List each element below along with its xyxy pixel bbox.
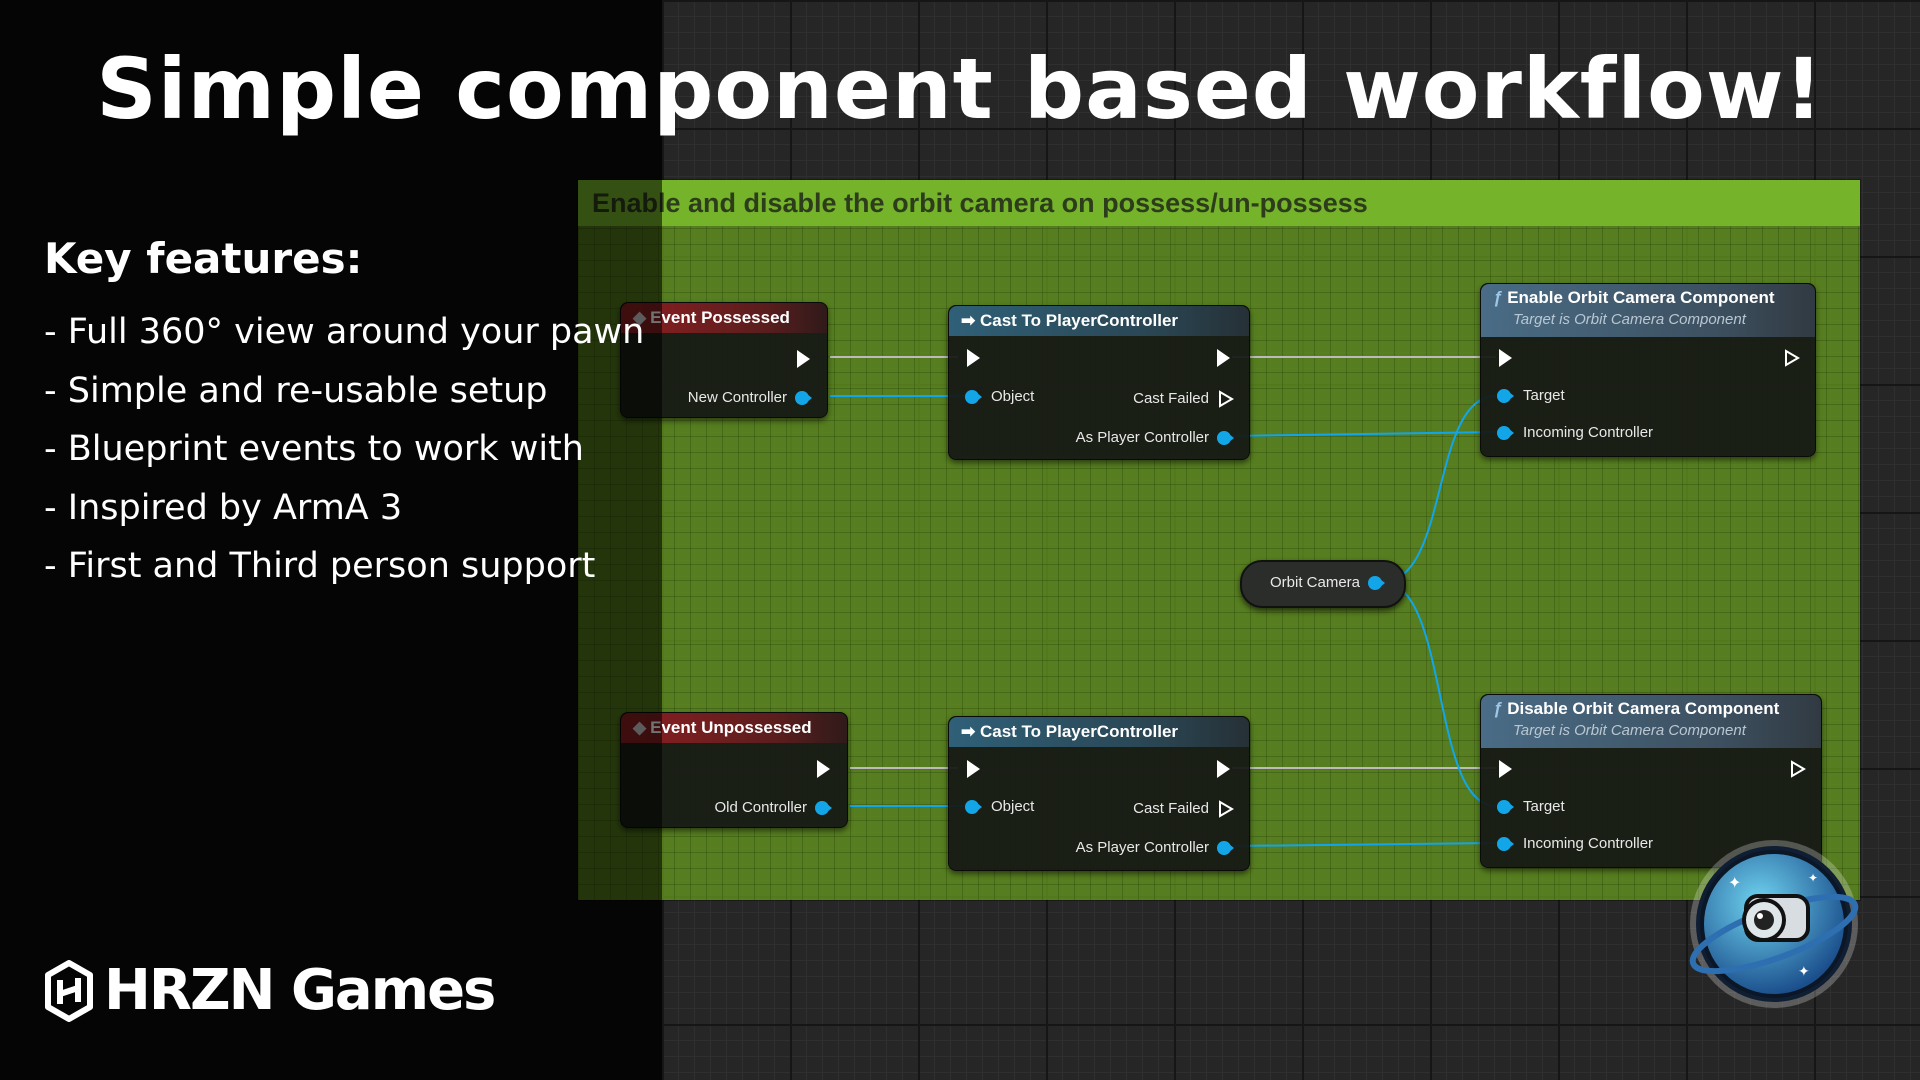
cast-arrow-icon: ➡ (961, 311, 980, 330)
data-wire (1231, 842, 1497, 847)
data-wire (1381, 395, 1497, 583)
pin-label: As Player Controller (1075, 429, 1209, 446)
object-pin[interactable] (1217, 841, 1234, 855)
event-unpossessed-node[interactable]: ◆Event Unpossessed Old Controller (620, 712, 848, 828)
pin-label: Incoming Controller (1523, 835, 1654, 852)
exec-in-pin[interactable] (1499, 760, 1512, 778)
node-title: Event Unpossessed (650, 718, 812, 737)
features-heading: Key features: (44, 234, 363, 283)
pin-label: Incoming Controller (1523, 424, 1654, 441)
feature-item: - Full 360° view around your pawn (44, 312, 645, 352)
svg-text:✦: ✦ (1808, 871, 1818, 885)
exec-out-pin[interactable] (1217, 349, 1230, 367)
node-title: Enable Orbit Camera Component (1507, 288, 1775, 307)
object-pin[interactable] (795, 391, 812, 405)
object-pin[interactable] (965, 390, 982, 404)
logo-text: HRZN Games (104, 958, 496, 1023)
node-subtitle: Target is Orbit Camera Component (1513, 722, 1746, 739)
node-subtitle: Target is Orbit Camera Component (1513, 311, 1746, 328)
pin-label: As Player Controller (1075, 839, 1209, 856)
feature-item: - Blueprint events to work with (44, 429, 584, 469)
function-icon: ƒ (1493, 288, 1508, 307)
pin-label: Target (1523, 387, 1565, 404)
orbit-camera-badge-icon: ✦ ✦ ✦ (1689, 840, 1859, 1008)
cast-arrow-icon: ➡ (961, 722, 980, 741)
orbit-camera-variable[interactable]: Orbit Camera (1240, 560, 1406, 608)
object-pin[interactable] (1217, 431, 1234, 445)
pin-label: Target (1523, 798, 1565, 815)
pin-label: Cast Failed (1133, 390, 1209, 407)
svg-text:✦: ✦ (1798, 964, 1810, 980)
function-icon: ƒ (1493, 699, 1508, 718)
svg-text:✦: ✦ (1728, 873, 1741, 892)
pin-label: Cast Failed (1133, 800, 1209, 817)
object-pin[interactable] (815, 801, 832, 815)
node-title: Event Possessed (650, 308, 790, 327)
exec-out-pin[interactable] (797, 350, 810, 368)
enable-orbit-node[interactable]: ƒ Enable Orbit Camera Component Target i… (1480, 283, 1816, 457)
cast-node-top[interactable]: ➡ Cast To PlayerController Object Cast F… (948, 305, 1250, 460)
event-possessed-node[interactable]: ◆Event Possessed New Controller (620, 302, 828, 418)
node-title: Cast To PlayerController (979, 311, 1179, 330)
exec-in-pin[interactable] (1499, 349, 1512, 367)
object-pin[interactable] (965, 800, 982, 814)
object-pin[interactable] (1497, 800, 1514, 814)
object-pin[interactable] (1497, 837, 1514, 851)
object-pin[interactable] (1368, 576, 1385, 590)
data-wire (1381, 581, 1497, 807)
object-pin[interactable] (1497, 426, 1514, 440)
exec-in-pin[interactable] (967, 760, 980, 778)
exec-in-pin[interactable] (967, 349, 980, 367)
object-pin[interactable] (1497, 389, 1514, 403)
exec-out-pin[interactable] (1217, 390, 1235, 408)
node-title: Disable Orbit Camera Component (1507, 699, 1780, 718)
pin-label: Object (991, 798, 1035, 815)
feature-item: - First and Third person support (44, 546, 596, 586)
pin-label: Object (991, 388, 1035, 405)
hrzn-logo-icon (45, 959, 93, 1022)
exec-out-pin[interactable] (1789, 760, 1807, 778)
page-title: Simple component based workflow! (96, 40, 1824, 138)
node-title: Cast To PlayerController (979, 722, 1179, 741)
feature-item: - Simple and re-usable setup (44, 370, 548, 411)
exec-out-pin[interactable] (1783, 349, 1801, 367)
data-wire (1231, 431, 1497, 437)
comment-header: Enable and disable the orbit camera on p… (578, 180, 1860, 226)
cast-node-bottom[interactable]: ➡ Cast To PlayerController Object Cast F… (948, 716, 1250, 871)
event-icon: ◆ (633, 718, 647, 737)
features-list: - Full 360° view around your pawn - Simp… (44, 308, 644, 601)
pin-label: New Controller (687, 389, 787, 406)
exec-out-pin[interactable] (1217, 760, 1230, 778)
variable-label: Orbit Camera (1270, 574, 1361, 591)
exec-out-pin[interactable] (817, 760, 830, 778)
exec-out-pin[interactable] (1217, 800, 1235, 818)
disable-orbit-node[interactable]: ƒ Disable Orbit Camera Component Target … (1480, 694, 1822, 868)
comment-title: Enable and disable the orbit camera on p… (592, 188, 1368, 218)
feature-item: - Inspired by ArmA 3 (44, 487, 403, 528)
hrzn-logo: HRZN Games (44, 958, 496, 1023)
pin-label: Old Controller (714, 799, 807, 816)
